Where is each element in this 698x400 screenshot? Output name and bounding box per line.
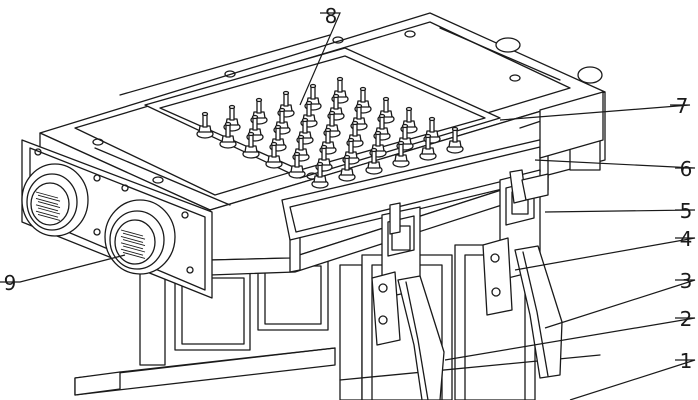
terminal-post — [292, 134, 310, 162]
connector-pin — [122, 239, 146, 247]
terminal-post-array — [196, 76, 464, 189]
side-bracket — [281, 91, 604, 241]
callout-8: 8 — [325, 4, 338, 28]
latch-right — [482, 169, 563, 379]
terminal-post — [242, 131, 260, 159]
connector-pin — [122, 245, 146, 253]
connector-pin — [120, 229, 144, 237]
callout-9: 9 — [4, 271, 17, 295]
terminal-post — [419, 133, 437, 161]
terminal-post — [338, 154, 356, 182]
connector-pin — [37, 194, 61, 202]
connector-pin — [122, 251, 146, 259]
terminal-post — [365, 147, 383, 175]
callout-labels: 8 7 6 5 4 3 2 1 9 — [4, 4, 693, 373]
callout-2: 2 — [680, 307, 693, 331]
connector-pin — [35, 204, 59, 212]
connector-pin — [35, 210, 59, 218]
connector-pin — [120, 242, 144, 250]
leader-lines — [0, 12, 696, 400]
terminal-post — [265, 141, 283, 169]
latch-left — [371, 202, 445, 400]
callout-5: 5 — [680, 199, 693, 223]
terminal-post — [350, 103, 368, 131]
connector-pin — [120, 248, 144, 256]
terminal-post — [331, 76, 349, 104]
circular-connector-left — [21, 163, 89, 237]
connector-pin — [35, 197, 59, 205]
callout-3: 3 — [680, 269, 693, 293]
connector-pin — [37, 213, 61, 221]
terminal-post — [219, 121, 237, 149]
connector-pin — [37, 207, 61, 215]
terminal-post — [446, 126, 464, 154]
connector-pin — [37, 201, 61, 209]
terminal-post — [288, 151, 306, 179]
connector-pin — [120, 235, 144, 243]
callout-6: 6 — [680, 157, 693, 181]
circular-connector-right — [104, 199, 176, 275]
terminal-post — [269, 124, 287, 152]
terminal-post — [392, 140, 410, 168]
connector-pin — [35, 191, 59, 199]
callout-7: 7 — [676, 94, 689, 118]
connector-pin — [122, 232, 146, 240]
terminal-post — [196, 111, 214, 139]
callout-1: 1 — [680, 349, 693, 373]
callout-4: 4 — [680, 227, 693, 251]
terminal-post — [311, 161, 329, 189]
